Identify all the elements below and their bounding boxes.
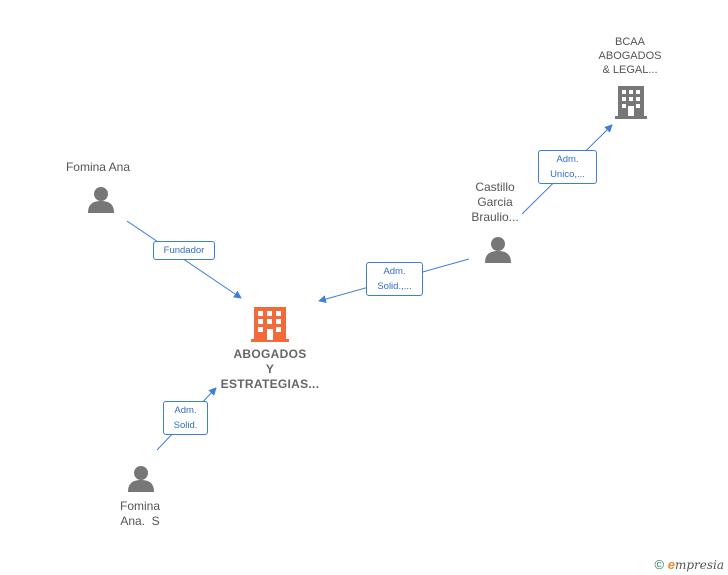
center-company-line1: ABOGADOS bbox=[233, 347, 307, 361]
fomina-ana-s-label[interactable]: Fomina Ana. S bbox=[100, 499, 180, 529]
edge-label-adm-solid-fomina[interactable]: Adm. Solid. bbox=[163, 401, 208, 435]
bcaa-company-label[interactable]: BCAA ABOGADOS & LEGAL... bbox=[590, 35, 670, 77]
copyright-icon: © bbox=[654, 557, 665, 572]
empresia-logo-e: e bbox=[667, 557, 675, 572]
edge-label-adm-unico[interactable]: Adm. Unico,... bbox=[538, 150, 597, 184]
center-company-label[interactable]: ABOGADOS Y ESTRATEGIAS... bbox=[200, 347, 340, 392]
person-icon[interactable] bbox=[88, 187, 114, 213]
bcaa-line3: & LEGAL... bbox=[602, 64, 658, 76]
fomina-ana-line1: Fomina Ana bbox=[65, 160, 131, 174]
castillo-line2: Garcia bbox=[477, 195, 513, 209]
fomina-s-line1: Fomina bbox=[119, 499, 160, 513]
adm-solid-castillo-line1: Adm. bbox=[383, 266, 406, 277]
edge-label-fundador[interactable]: Fundador bbox=[153, 241, 215, 260]
empresia-logo-text: mpresia bbox=[674, 558, 724, 572]
fomina-ana-label[interactable]: Fomina Ana bbox=[48, 160, 148, 175]
castillo-label[interactable]: Castillo Garcia Braulio... bbox=[455, 180, 535, 225]
bcaa-line1: BCAA bbox=[615, 36, 645, 48]
fundador-text: Fundador bbox=[163, 245, 205, 256]
adm-solid-fomina-line2: Solid. bbox=[173, 420, 198, 431]
edge-label-adm-solid-castillo[interactable]: Adm. Solid.,... bbox=[366, 262, 423, 296]
adm-solid-castillo-line2: Solid.,... bbox=[377, 281, 412, 292]
adm-solid-fomina-line1: Adm. bbox=[174, 405, 197, 416]
building-icon[interactable] bbox=[615, 86, 647, 119]
center-company-line2: Y bbox=[265, 362, 275, 376]
person-icon[interactable] bbox=[128, 466, 154, 492]
fomina-s-line2: Ana. S bbox=[120, 514, 160, 528]
building-icon[interactable] bbox=[251, 307, 289, 342]
footer-brand[interactable]: © empresia bbox=[654, 557, 724, 572]
adm-unico-line2: Unico,... bbox=[550, 169, 585, 180]
castillo-line1: Castillo bbox=[475, 180, 515, 194]
castillo-line3: Braulio... bbox=[471, 210, 519, 224]
bcaa-line2: ABOGADOS bbox=[598, 50, 662, 62]
person-icon[interactable] bbox=[485, 237, 511, 263]
adm-unico-line1: Adm. bbox=[556, 154, 579, 165]
center-company-line3: ESTRATEGIAS... bbox=[220, 377, 320, 391]
